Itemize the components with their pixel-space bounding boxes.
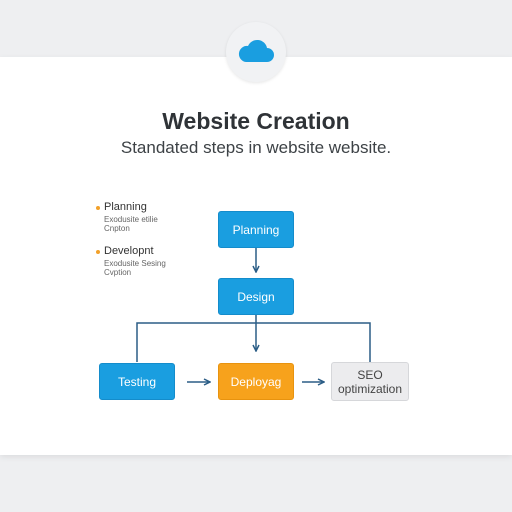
step-testing: Testing	[99, 363, 175, 400]
branch-line	[136, 322, 371, 362]
bullet-icon	[96, 206, 100, 210]
step-design: Design	[218, 278, 294, 315]
step-label: SEO	[357, 367, 383, 382]
note-line: Cnpton	[104, 224, 130, 233]
page-subtitle: Standated steps in website website.	[120, 138, 392, 157]
cloud-icon	[238, 39, 274, 62]
cloud-badge	[226, 22, 286, 82]
note-line: Exodusite Sesing	[104, 259, 166, 268]
step-planning: Planning	[218, 211, 294, 248]
step-label: Planning	[232, 222, 280, 237]
step-label: Design	[237, 289, 275, 304]
bullet-icon	[96, 250, 100, 254]
step-label: Testing	[117, 374, 157, 389]
step-seo: SEO optimization	[331, 362, 409, 401]
note-heading: Developnt	[104, 245, 154, 257]
step-label: Deployag	[230, 374, 282, 389]
note-line: Cvption	[104, 268, 132, 277]
note-line: Exodusite etilie	[104, 215, 158, 224]
page-title: Website Creation	[162, 108, 350, 134]
note-heading: Planning	[104, 201, 147, 213]
step-label: optimization	[337, 381, 403, 396]
step-deployment: Deployag	[218, 363, 294, 400]
